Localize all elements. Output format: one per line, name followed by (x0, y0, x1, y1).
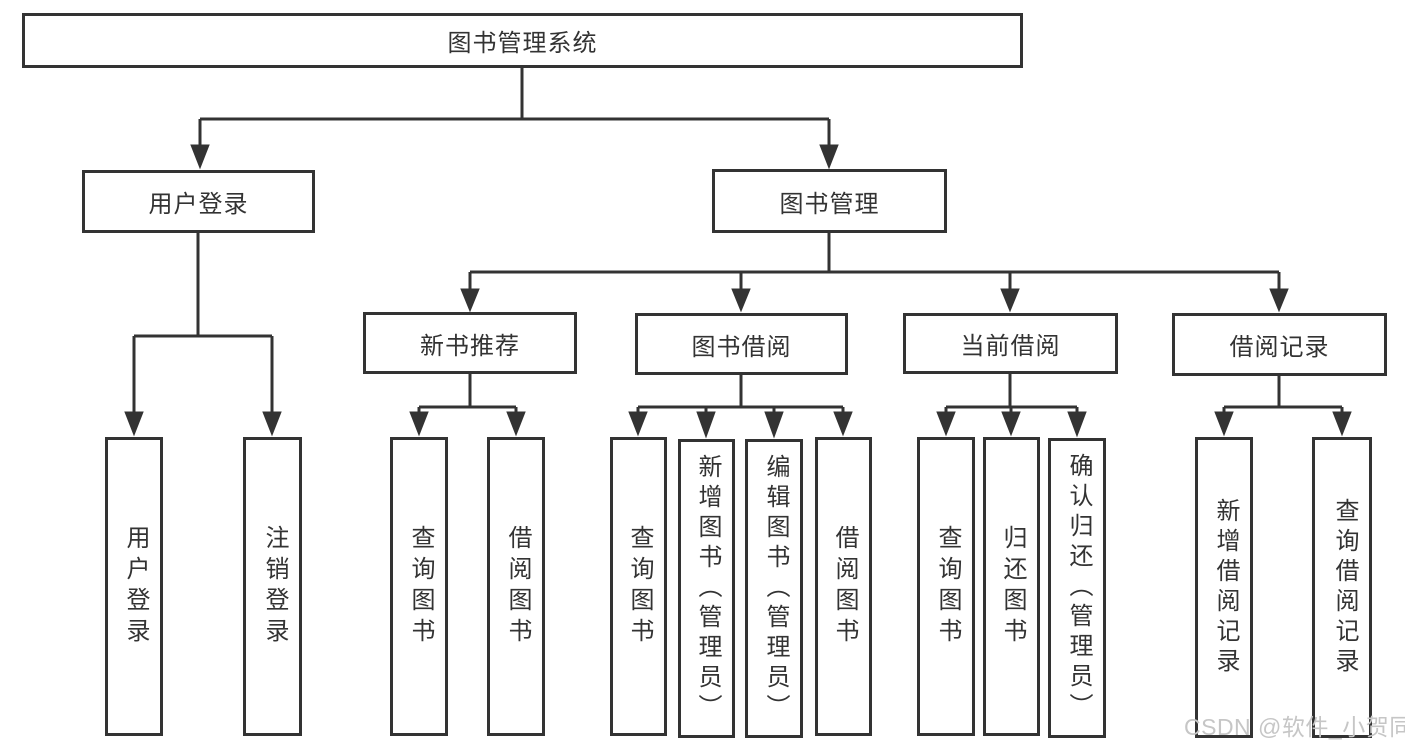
node-root-system: 图书管理系统 (22, 13, 1023, 68)
leaf-query-borrow-record: 查询借阅记录 (1312, 437, 1372, 738)
node-root-label: 图书管理系统 (447, 30, 598, 57)
leaf-recommend-borrow-books: 借阅图书 (487, 437, 545, 736)
csdn-watermark: CSDN @软件_小贺同学 (1184, 714, 1405, 740)
node-book-borrow: 图书借阅 (635, 313, 848, 375)
node-book-borrow-label: 图书借阅 (691, 333, 792, 361)
leaf-add-books-admin: 新增图书（管理员） (678, 439, 735, 738)
edge-user-login-trunk (132, 233, 274, 413)
node-user-login: 用户登录 (82, 170, 315, 233)
node-new-book-recommend-label: 新书推荐 (420, 332, 520, 360)
leaf-return-books: 归还图书 (983, 437, 1040, 736)
edge-current-borrow-trunk (944, 374, 1079, 413)
leaf-add-borrow-record: 新增借阅记录 (1195, 437, 1253, 738)
leaf-edit-books-admin: 编辑图书（管理员） (745, 439, 803, 738)
leaf-borrow-books: 借阅图书 (815, 437, 872, 736)
edge-new-book-trunk (417, 374, 518, 413)
edge-root-trunk (198, 68, 831, 147)
node-user-login-label: 用户登录 (148, 191, 249, 218)
leaf-logout: 注销登录 (243, 437, 302, 736)
node-book-management-label: 图书管理 (779, 190, 880, 218)
node-book-management: 图书管理 (712, 169, 947, 233)
leaf-borrow-query-books: 查询图书 (610, 437, 667, 736)
leaf-recommend-query-books: 查询图书 (390, 437, 448, 736)
leaf-confirm-return-admin: 确认归还（管理员） (1048, 438, 1106, 738)
edge-book-management-trunk (468, 233, 1281, 290)
edge-book-borrow-trunk (636, 375, 845, 413)
leaf-current-query-books: 查询图书 (917, 437, 975, 736)
edge-borrow-record-trunk (1222, 376, 1344, 413)
leaf-user-login: 用户登录 (105, 437, 163, 736)
node-new-book-recommend: 新书推荐 (363, 312, 577, 374)
node-current-borrow-label: 当前借阅 (960, 333, 1061, 360)
node-borrow-record: 借阅记录 (1172, 313, 1387, 376)
node-borrow-record-label: 借阅记录 (1229, 334, 1330, 361)
node-current-borrow: 当前借阅 (903, 313, 1118, 374)
